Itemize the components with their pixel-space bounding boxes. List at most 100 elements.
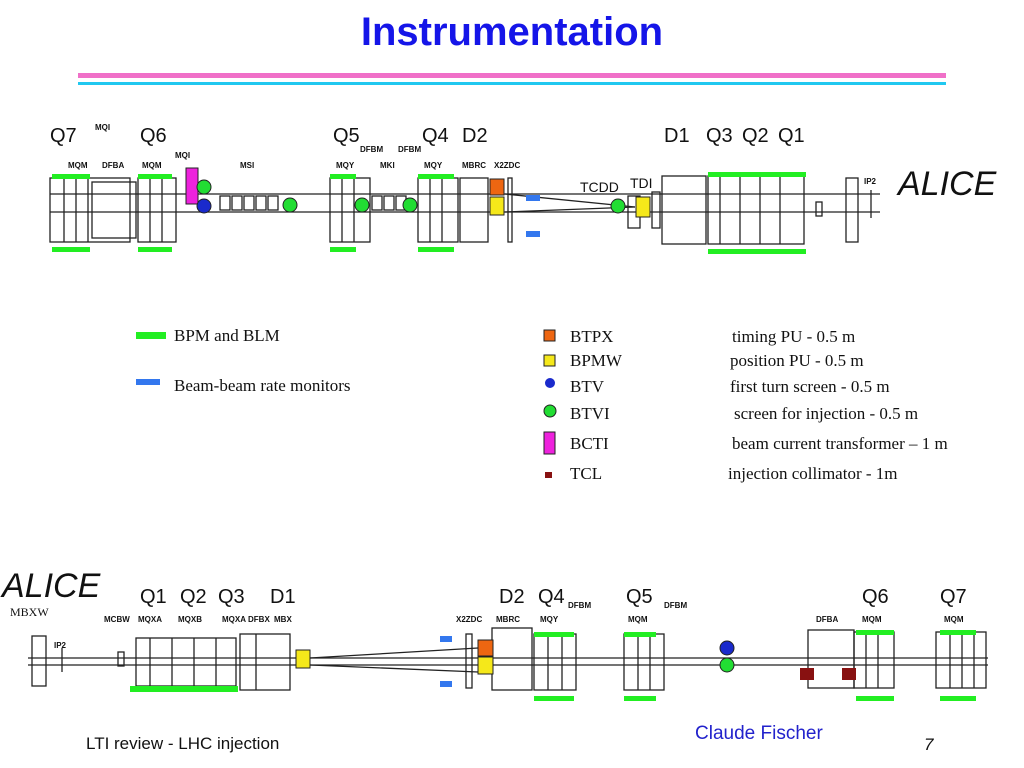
magnet-label: D2 xyxy=(462,125,488,147)
beam-beam-marker xyxy=(526,231,540,237)
legend-label: Beam-beam rate monitors xyxy=(174,376,351,395)
experiment-label: ALICE xyxy=(896,165,997,203)
beam-beam-legend-icon xyxy=(136,379,160,385)
svg-text:MCBW: MCBW xyxy=(104,615,130,624)
bpm-marker xyxy=(330,247,356,252)
svg-text:X2ZDC: X2ZDC xyxy=(456,615,482,624)
bpm-marker xyxy=(52,174,90,179)
bpm-marker xyxy=(708,172,806,177)
bpm-legend-icon xyxy=(136,332,166,339)
bpmw-legend-icon xyxy=(543,354,556,367)
svg-text:MQM: MQM xyxy=(628,615,648,624)
legend-name: BTVI xyxy=(570,404,610,423)
bpm-marker xyxy=(940,696,976,701)
page-number: 7 xyxy=(924,735,934,754)
bpmw-marker xyxy=(635,196,651,218)
legend-desc: first turn screen - 0.5 m xyxy=(730,377,890,396)
svg-text:DFBA: DFBA xyxy=(102,161,124,170)
btvi-legend-icon xyxy=(543,404,557,418)
legend-name: BTPX xyxy=(570,327,614,346)
btv-legend-icon xyxy=(545,378,555,388)
q6-cryostat xyxy=(853,631,895,689)
top-instruments xyxy=(52,167,806,254)
btvi-marker xyxy=(282,197,298,213)
magnet-label: Q1 xyxy=(140,586,167,608)
footer-left: LTI review - LHC injection xyxy=(86,734,280,753)
triplet-q1-q3 xyxy=(135,637,237,687)
bpm-marker xyxy=(624,632,656,637)
bpm-marker xyxy=(624,696,656,701)
bpm-marker xyxy=(856,696,894,701)
tcl-legend-icon xyxy=(545,472,552,478)
magnet-label: Q6 xyxy=(862,586,889,608)
btvi-marker xyxy=(354,197,370,213)
q4-cryostat xyxy=(533,633,577,691)
bpm-marker xyxy=(138,174,172,179)
bpm-marker xyxy=(534,632,574,637)
magnet-label: D2 xyxy=(499,586,525,608)
svg-text:IP2: IP2 xyxy=(864,177,877,186)
bpmw-marker xyxy=(477,656,494,675)
magnet-label: D1 xyxy=(270,586,296,608)
svg-text:DFBA: DFBA xyxy=(816,615,838,624)
d1-magnet xyxy=(661,175,707,245)
btpx-legend-icon xyxy=(543,329,556,342)
legend-name: BTV xyxy=(570,377,604,396)
magnet-label: Q3 xyxy=(706,125,733,147)
magnet-label: Q1 xyxy=(778,125,805,147)
bpm-marker xyxy=(138,247,172,252)
magnet-label: Q7 xyxy=(50,125,77,147)
beam-beam-marker xyxy=(440,681,452,687)
svg-text:MBX: MBX xyxy=(274,615,292,624)
btpx-marker xyxy=(489,178,505,196)
legend-name: BPMW xyxy=(570,351,622,370)
page-title: Instrumentation xyxy=(360,10,664,54)
svg-text:MQM: MQM xyxy=(142,161,162,170)
magnet-label: Q2 xyxy=(742,125,769,147)
bpm-marker xyxy=(130,686,238,692)
svg-text:DFBX: DFBX xyxy=(248,615,270,624)
svg-text:MQY: MQY xyxy=(336,161,355,170)
magnet-label: D1 xyxy=(664,125,690,147)
btpx-marker xyxy=(477,639,494,657)
bpm-marker xyxy=(534,696,574,701)
bpmw-marker xyxy=(295,649,311,669)
legend-label: BPM and BLM xyxy=(174,326,280,345)
magnet-label: Q5 xyxy=(626,586,653,608)
magnet-label: Q7 xyxy=(940,586,967,608)
title-rule-pink xyxy=(78,73,946,78)
svg-text:MQY: MQY xyxy=(540,615,559,624)
btv-marker xyxy=(196,198,212,214)
magnet-label: Q3 xyxy=(218,586,245,608)
d2-magnet xyxy=(491,627,533,691)
svg-text:DFBM: DFBM xyxy=(360,145,383,154)
svg-text:MQXB: MQXB xyxy=(178,615,202,624)
legend-desc: timing PU - 0.5 m xyxy=(732,327,856,346)
d1-magnet xyxy=(239,633,291,691)
btvi-marker xyxy=(196,179,212,195)
svg-text:DFBM: DFBM xyxy=(398,145,421,154)
tcl-marker xyxy=(800,668,814,680)
d2-magnet xyxy=(459,177,489,243)
svg-text:MQI: MQI xyxy=(175,151,190,160)
btvi-marker xyxy=(402,197,418,213)
magnet-label: Q2 xyxy=(180,586,207,608)
svg-text:DFBM: DFBM xyxy=(664,601,687,610)
svg-text:MQY: MQY xyxy=(424,161,443,170)
svg-text:MBRC: MBRC xyxy=(462,161,486,170)
legend-name: BCTI xyxy=(570,434,609,453)
svg-text:X2ZDC: X2ZDC xyxy=(494,161,520,170)
btvi-marker xyxy=(610,198,626,214)
bpmw-marker xyxy=(489,196,505,216)
svg-text:MQM: MQM xyxy=(862,615,882,624)
bpm-marker xyxy=(940,630,976,635)
svg-text:DFBM: DFBM xyxy=(568,601,591,610)
bpm-marker xyxy=(708,249,806,254)
legend-desc: injection collimator - 1m xyxy=(728,464,898,483)
title-rule-cyan xyxy=(78,82,946,85)
svg-text:MQXA: MQXA xyxy=(138,615,162,624)
mbxw-label: MBXW xyxy=(10,605,49,619)
